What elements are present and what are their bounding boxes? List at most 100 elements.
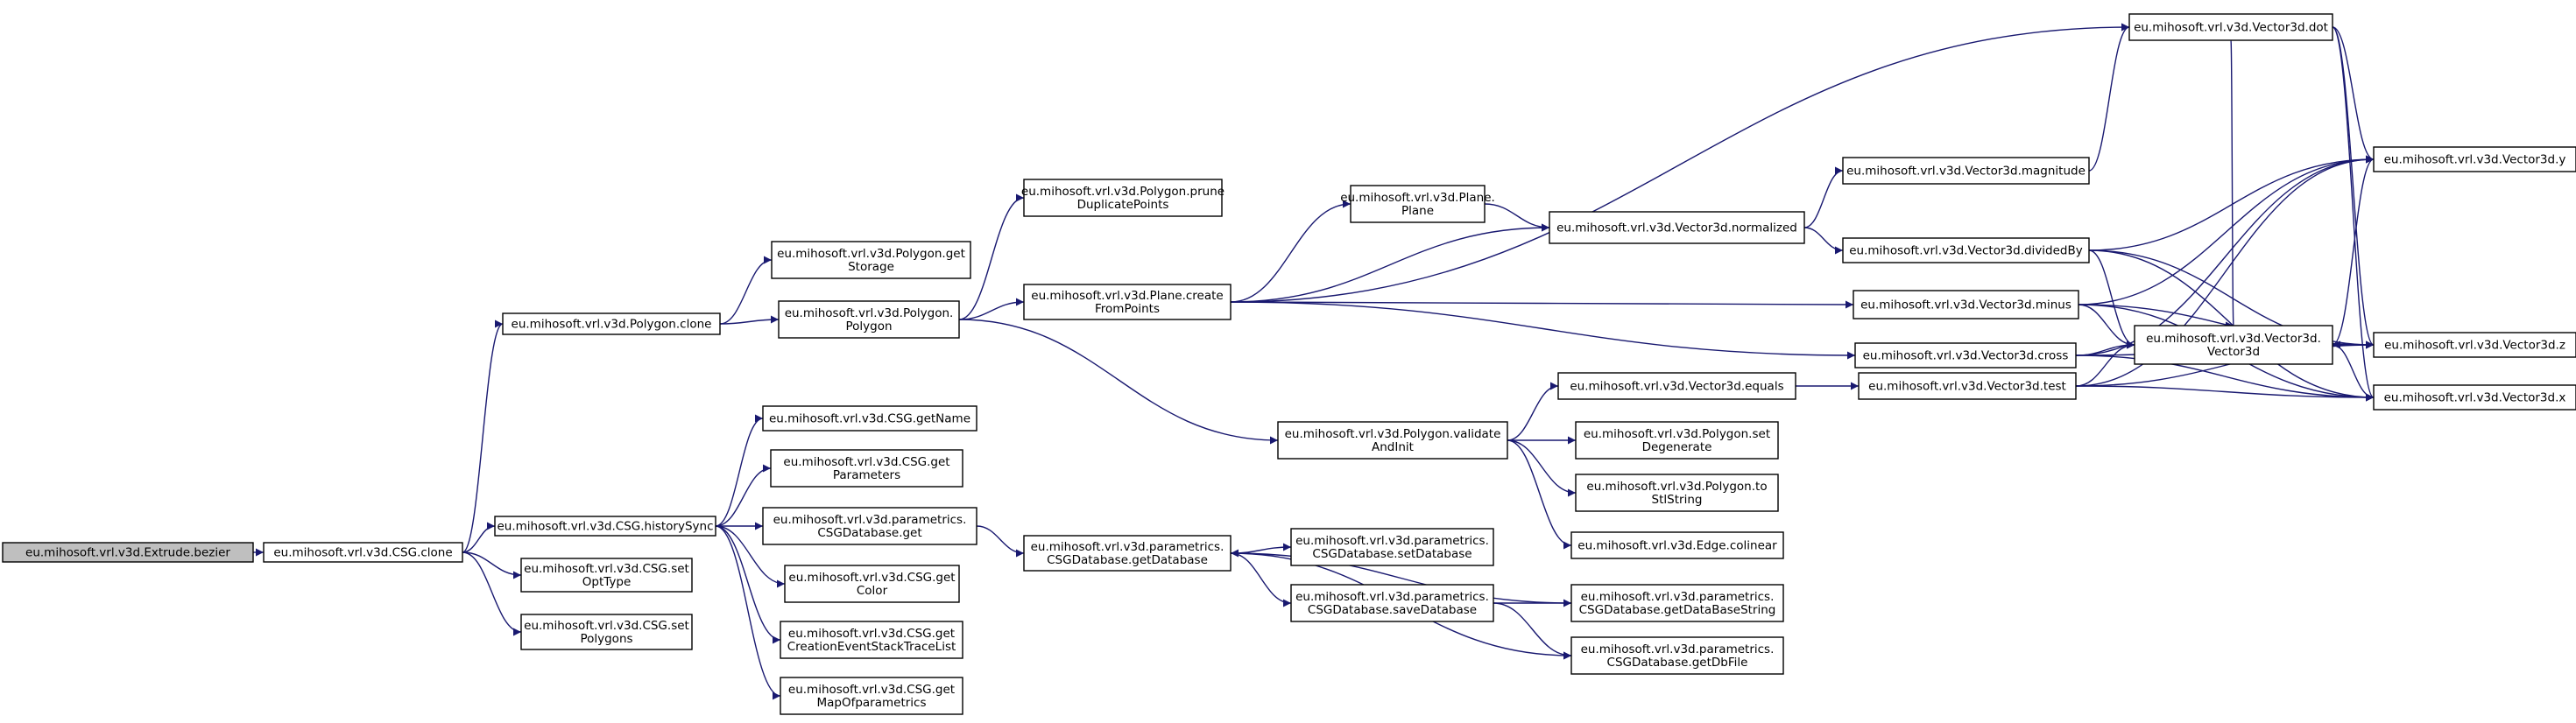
graph-node[interactable]: eu.mihosoft.vrl.v3d.parametrics.CSGDatab… (1570, 584, 1784, 622)
node-box (1290, 584, 1494, 622)
node-label: Polygon (845, 319, 892, 333)
graph-node[interactable]: eu.mihosoft.vrl.v3d.CSG.getMapOfparametr… (780, 677, 963, 715)
edge-n22-to-n29 (1803, 166, 1844, 228)
node-label: eu.mihosoft.vrl.v3d.CSG.historySync (497, 520, 713, 534)
graph-node[interactable]: eu.mihosoft.vrl.v3d.CSG.clone (263, 542, 463, 563)
node-label: eu.mihosoft.vrl.v3d.Plane.create (1031, 289, 1223, 303)
graph-node[interactable]: eu.mihosoft.vrl.v3d.CSG.getCreationEvent… (780, 621, 963, 659)
node-label: eu.mihosoft.vrl.v3d.Vector3d.normalized (1556, 221, 1797, 235)
node-label: eu.mihosoft.vrl.v3d.parametrics. (1295, 590, 1489, 604)
node-label: eu.mihosoft.vrl.v3d.CSG.get (788, 571, 955, 585)
graph-node[interactable]: eu.mihosoft.vrl.v3d.CSG.getName (762, 405, 977, 432)
node-label: eu.mihosoft.vrl.v3d.Vector3d.x (2384, 391, 2566, 405)
edge-n4-to-n14 (715, 525, 781, 700)
edge-n4-to-n12 (715, 525, 786, 588)
node-box (1557, 372, 1796, 400)
edge-n27-to-n17 (1230, 549, 1572, 604)
node-label: DuplicatePoints (1077, 198, 1169, 212)
node-label: eu.mihosoft.vrl.v3d.Vector3d.cross (1863, 349, 2069, 363)
graph-node[interactable]: eu.mihosoft.vrl.v3d.Vector3d.x (2373, 384, 2576, 411)
node-label: eu.mihosoft.vrl.v3d.CSG.set (524, 619, 689, 633)
graph-node[interactable]: eu.mihosoft.vrl.v3d.Polygon.validateAndI… (1277, 421, 1508, 460)
edge-n38-to-n35 (2332, 340, 2375, 398)
edge-path (2075, 385, 2375, 402)
graph-node[interactable]: eu.mihosoft.vrl.v3d.Extrude.bezier (2, 542, 254, 563)
graph-node[interactable]: eu.mihosoft.vrl.v3d.Plane.createFromPoin… (1023, 284, 1232, 320)
graph-node[interactable]: eu.mihosoft.vrl.v3d.Polygon.clone (502, 312, 721, 335)
graph-node[interactable]: eu.mihosoft.vrl.v3d.Vector3d.Vector3d (2134, 325, 2333, 365)
edge-n16-to-n31 (1230, 300, 1854, 309)
graph-node[interactable]: eu.mihosoft.vrl.v3d.parametrics.CSGDatab… (762, 507, 977, 545)
node-label: eu.mihosoft.vrl.v3d.Vector3d.dividedBy (1849, 244, 2083, 258)
graph-node[interactable]: eu.mihosoft.vrl.v3d.Vector3d.dividedBy (1842, 237, 2090, 263)
graph-node[interactable]: eu.mihosoft.vrl.v3d.Edge.colinear (1570, 531, 1784, 559)
node-box (1350, 185, 1486, 223)
node-box (1277, 421, 1508, 460)
node-label: MapOfparametrics (816, 696, 926, 710)
graph-node[interactable]: eu.mihosoft.vrl.v3d.Vector3d.dot (2128, 13, 2333, 41)
node-box (502, 312, 721, 335)
node-label: eu.mihosoft.vrl.v3d.CSG.clone (273, 546, 452, 560)
node-label: Degenerate (1642, 440, 1712, 454)
graph-node[interactable]: eu.mihosoft.vrl.v3d.Polygon.Polygon (778, 300, 960, 339)
graph-node[interactable]: eu.mihosoft.vrl.v3d.parametrics.CSGDatab… (1290, 584, 1494, 622)
node-label: CSGDatabase.getDbFile (1607, 656, 1748, 670)
graph-node[interactable]: eu.mihosoft.vrl.v3d.parametrics.CSGDatab… (1570, 636, 1784, 675)
graph-node[interactable]: eu.mihosoft.vrl.v3d.parametrics.CSGDatab… (1023, 535, 1232, 572)
edge-n8-to-n19 (958, 319, 1279, 445)
edge-n19-to-n26 (1507, 439, 1572, 550)
edge-n33-to-n35 (2075, 340, 2135, 387)
edges-layer (252, 23, 2375, 700)
graph-node[interactable]: eu.mihosoft.vrl.v3d.Vector3d.z (2373, 332, 2576, 358)
node-label: StlString (1652, 493, 1703, 507)
graph-node[interactable]: eu.mihosoft.vrl.v3d.Polygon.setDegenerat… (1575, 421, 1779, 460)
node-box (1842, 157, 2090, 185)
node-label: eu.mihosoft.vrl.v3d.Vector3d.dot (2134, 21, 2328, 35)
edge-path (1493, 602, 1572, 660)
edge-path (1230, 301, 1856, 360)
node-box (784, 565, 960, 603)
graph-node[interactable]: eu.mihosoft.vrl.v3d.Vector3d.magnitude (1842, 157, 2090, 185)
graph-node[interactable]: eu.mihosoft.vrl.v3d.Vector3d.test (1858, 372, 2077, 400)
node-box (2373, 146, 2576, 172)
node-label: eu.mihosoft.vrl.v3d.parametrics. (1581, 642, 1775, 656)
graph-node[interactable]: eu.mihosoft.vrl.v3d.Vector3d.normalized (1549, 211, 1805, 244)
graph-node[interactable]: eu.mihosoft.vrl.v3d.parametrics.CSGDatab… (1290, 528, 1494, 566)
edge-path (1230, 223, 1550, 303)
node-label: eu.mihosoft.vrl.v3d.Extrude.bezier (25, 546, 230, 560)
graph-node[interactable]: eu.mihosoft.vrl.v3d.Vector3d.equals (1557, 372, 1796, 400)
node-box (2373, 384, 2576, 411)
edge-path (1507, 439, 1577, 497)
node-box (494, 516, 716, 537)
graph-node[interactable]: eu.mihosoft.vrl.v3d.Plane.Plane (1340, 185, 1495, 223)
edge-n16-to-n32 (1230, 301, 1856, 360)
edge-n34-to-n38 (2332, 26, 2375, 402)
graph-node[interactable]: eu.mihosoft.vrl.v3d.Vector3d.minus (1853, 290, 2079, 319)
edge-path (2332, 158, 2375, 349)
node-label: eu.mihosoft.vrl.v3d.Vector3d.minus (1860, 298, 2071, 312)
graph-node[interactable]: eu.mihosoft.vrl.v3d.Vector3d.cross (1854, 342, 2077, 369)
node-label: CSGDatabase.setDatabase (1312, 547, 1471, 561)
node-label: eu.mihosoft.vrl.v3d.Polygon.to (1586, 480, 1767, 494)
edge-n32-to-n38 (2075, 354, 2375, 402)
edge-n19-to-n23 (1507, 382, 1559, 441)
edge-n21-to-n28 (1493, 602, 1572, 660)
graph-node[interactable]: eu.mihosoft.vrl.v3d.Vector3d.y (2373, 146, 2576, 172)
node-box (1023, 535, 1232, 572)
node-label: CSGDatabase.saveDatabase (1308, 603, 1477, 617)
node-box (778, 300, 960, 339)
graph-node[interactable]: eu.mihosoft.vrl.v3d.CSG.historySync (494, 516, 716, 537)
edge-path (719, 256, 773, 325)
graph-node[interactable]: eu.mihosoft.vrl.v3d.Polygon.pruneDuplica… (1021, 179, 1224, 217)
edge-path (2088, 249, 2375, 402)
node-label: eu.mihosoft.vrl.v3d.Polygon.set (1584, 427, 1770, 441)
edge-n16-to-n18 (1230, 200, 1352, 303)
node-box (1575, 421, 1779, 460)
